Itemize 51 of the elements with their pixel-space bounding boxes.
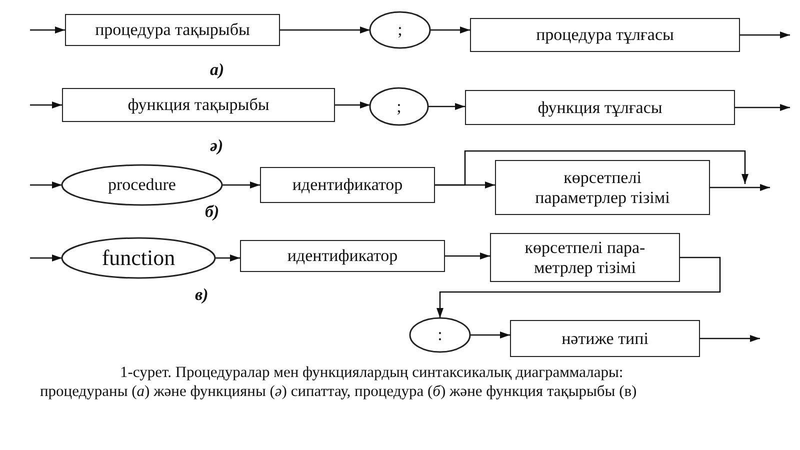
diagram-part-label: ә) <box>210 136 224 156</box>
arrow <box>335 102 370 108</box>
process-box <box>490 233 680 282</box>
node-label: көрсетпелі параметрлер тізімі <box>534 168 671 208</box>
arrow <box>30 26 65 34</box>
arrow <box>30 102 62 108</box>
process-box <box>510 320 700 357</box>
arrow <box>740 32 790 38</box>
terminal-oval <box>410 318 470 352</box>
node-label: идентификатор <box>291 175 404 195</box>
arrow <box>30 254 62 262</box>
arrow <box>435 150 748 186</box>
node-label: идентификатор <box>286 246 399 266</box>
process-box <box>240 240 445 272</box>
terminal-oval <box>62 238 215 278</box>
node-label: нәтиже типі <box>560 328 650 348</box>
diagram-part-label: в) <box>195 285 208 305</box>
process-box <box>495 160 710 215</box>
arrow <box>445 252 490 260</box>
arrow <box>700 335 760 342</box>
arrow <box>470 332 510 338</box>
figure-caption: 1-сурет. Процедуралар мен функциялардың синтаксикалық диаграммалары: процедураны (а) және функцияны (ә) сипаттау, процедура (б) және функция тақырыбы (в) <box>40 364 638 402</box>
arrow <box>30 182 62 188</box>
node-label: function <box>100 245 176 271</box>
node-label: көрсетпелі пара- метрлер тізімі <box>524 238 646 278</box>
arrow <box>430 26 470 34</box>
node-label: procedure <box>107 175 177 195</box>
node-label: ; <box>396 96 402 116</box>
arrow <box>222 182 260 188</box>
arrow <box>428 103 465 110</box>
arrow <box>735 104 790 111</box>
terminal-oval <box>62 165 222 205</box>
node-label: функция тақырыбы <box>126 95 270 115</box>
process-box <box>65 14 280 46</box>
node-label: функция тұлғасы <box>536 98 664 118</box>
diagram-part-label: б) <box>205 202 220 222</box>
node-label: процедура тұлғасы <box>535 25 675 45</box>
arrow <box>280 26 370 34</box>
arrow <box>436 256 721 318</box>
arrow <box>710 184 770 191</box>
process-box <box>465 90 735 125</box>
terminal-oval <box>370 88 428 125</box>
node-label: процедура тақырыбы <box>94 20 251 40</box>
process-box <box>260 167 435 203</box>
node-label: ; <box>396 20 404 40</box>
process-box <box>470 18 740 52</box>
terminal-oval <box>370 12 430 48</box>
arrow <box>215 254 240 262</box>
diagram-part-label: а) <box>210 60 224 80</box>
process-box <box>62 88 335 122</box>
node-label: : <box>436 325 444 345</box>
